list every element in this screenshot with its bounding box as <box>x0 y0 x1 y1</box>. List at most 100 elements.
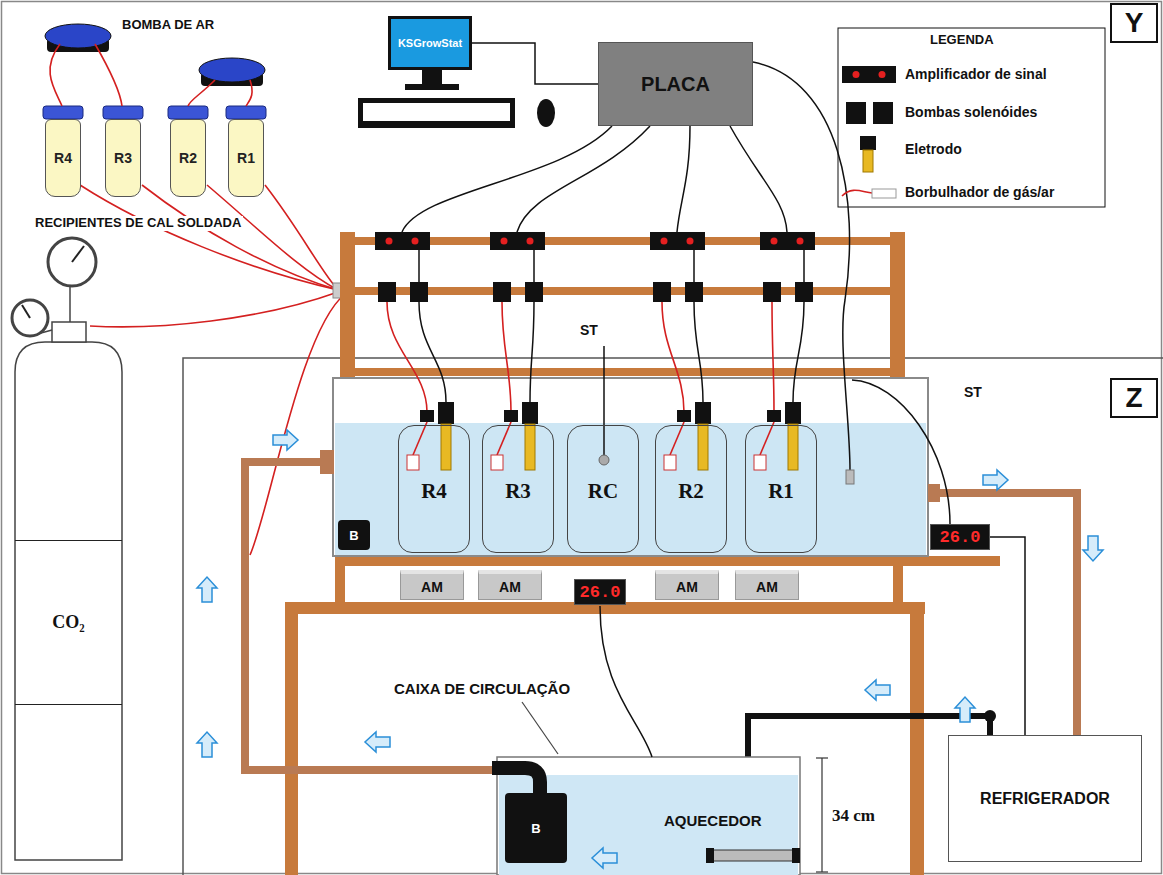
control-rig <box>375 232 815 470</box>
part-label: CAIXA DE CIRCULAÇÃO <box>392 680 572 697</box>
panel-letter: Y <box>1110 3 1158 43</box>
node-label: REFRIGERADOR <box>980 790 1110 808</box>
lime-bottle: R1 <box>228 119 264 197</box>
node-label: PLACA <box>641 73 710 96</box>
legend-entry: Bombas solenóides <box>905 104 1037 120</box>
legend-icon <box>842 66 896 198</box>
signal-wire <box>600 606 652 757</box>
legend-icon <box>860 136 876 150</box>
water-pump: B <box>505 793 567 863</box>
support-frame <box>340 368 905 376</box>
dimension-line <box>816 871 828 872</box>
bottle-cap <box>103 106 143 119</box>
dimension-label: 34 cm <box>830 806 877 826</box>
amplifier-led <box>661 238 668 245</box>
support-frame <box>890 232 905 378</box>
signal-wire <box>852 380 950 524</box>
signal-wire <box>530 302 534 402</box>
gas-tube <box>413 422 427 455</box>
gas-tube <box>387 302 427 412</box>
amplifier-led <box>687 238 694 245</box>
pipe-flange <box>320 450 334 474</box>
flow-arrow <box>273 430 298 450</box>
support-frame <box>893 566 903 602</box>
node-label: B <box>531 821 540 836</box>
gas-bubbler <box>407 455 419 470</box>
flow-arrow <box>955 697 975 722</box>
label-text: AQUECEDOR <box>664 812 762 829</box>
flow-arrow <box>865 680 890 700</box>
computer <box>422 70 442 84</box>
legend-text: Eletrodo <box>905 141 962 157</box>
air-tube <box>90 292 338 327</box>
node-label: R2 <box>678 479 704 504</box>
electrode-cap <box>695 402 711 424</box>
bottle-cap <box>677 410 691 422</box>
legend-title: LEGENDA <box>928 33 996 48</box>
part-label: AQUECEDOR <box>662 812 764 829</box>
co2-cylinder <box>72 246 84 262</box>
solenoid-pump <box>795 282 813 302</box>
solenoid-pump <box>763 282 781 302</box>
cable-connector <box>990 537 1025 735</box>
signal-wire <box>418 250 420 282</box>
support-frame <box>910 602 924 875</box>
signal-amplifier <box>490 232 545 250</box>
air-tube <box>207 185 338 290</box>
signal-wire <box>677 126 690 232</box>
bottle-cap <box>43 106 83 119</box>
amplifier-led <box>797 238 804 245</box>
label-text: RECIPIENTES DE CAL SOLDADA <box>35 216 241 231</box>
culture-bottle: R1 <box>745 425 817 553</box>
solenoid-pump <box>685 282 703 302</box>
magnetic-stirrer: AM <box>735 570 799 600</box>
co2-cylinder <box>12 238 122 860</box>
heater <box>792 848 800 863</box>
bottle-cap <box>767 410 781 422</box>
flow-arrow <box>592 848 617 868</box>
heater <box>712 850 794 861</box>
temperature-display: 26.0 <box>574 579 626 605</box>
amplifier-led <box>501 238 508 245</box>
bottle-cap <box>168 106 208 119</box>
water-bath <box>333 378 928 556</box>
node-label: R3 <box>114 150 132 166</box>
magnetic-stirrer: AM <box>478 570 542 600</box>
water-pipe <box>245 462 1077 770</box>
legend-icon <box>853 71 860 78</box>
monitor-screen: KSGrowStat <box>388 16 472 70</box>
legend-box <box>838 28 1105 207</box>
signal-amplifier <box>760 232 815 250</box>
dimension-line <box>816 757 828 758</box>
legend-entry: Amplificador de sinal <box>905 66 1047 82</box>
lime-bottle: R2 <box>170 119 206 197</box>
gas-tube <box>670 422 684 455</box>
water-bath <box>335 423 926 555</box>
leader-line <box>522 702 558 754</box>
signal-wire <box>517 126 650 232</box>
temperature-display: 26.0 <box>930 524 990 550</box>
support-frame <box>285 232 1000 875</box>
co2-cylinder <box>12 300 48 336</box>
support-frame <box>335 556 1000 566</box>
co2-cylinder <box>22 305 30 318</box>
solenoid-pump <box>525 282 543 302</box>
node-label: 26.0 <box>580 583 621 602</box>
temperature-sensor <box>599 455 609 465</box>
label-text: ST <box>580 322 598 338</box>
amplifier-led <box>771 238 778 245</box>
solenoid-pump <box>410 282 428 302</box>
air-tube <box>80 185 338 290</box>
culture-bottle: R2 <box>655 425 727 553</box>
gas-tube <box>497 422 511 455</box>
pipe-joint <box>984 710 996 722</box>
signal-wire <box>419 302 446 402</box>
air-pump <box>45 24 111 48</box>
legend-entry: Borbulhador de gás/ar <box>905 184 1054 200</box>
legend-icon <box>863 150 873 172</box>
heater <box>706 848 800 863</box>
legend-entry: Eletrodo <box>905 141 962 157</box>
signal-wire <box>402 62 950 757</box>
